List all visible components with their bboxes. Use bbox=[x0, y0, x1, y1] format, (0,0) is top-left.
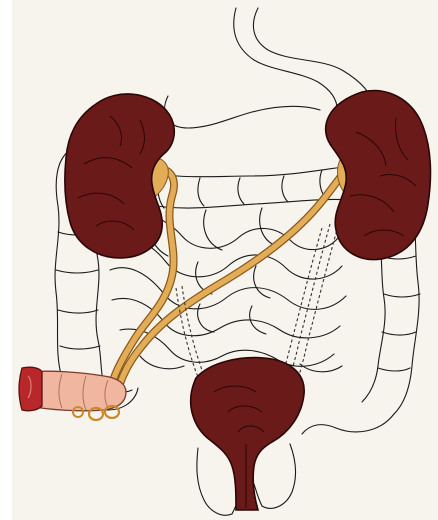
conduit-body bbox=[28, 371, 126, 411]
scan-left-margin bbox=[0, 0, 12, 520]
